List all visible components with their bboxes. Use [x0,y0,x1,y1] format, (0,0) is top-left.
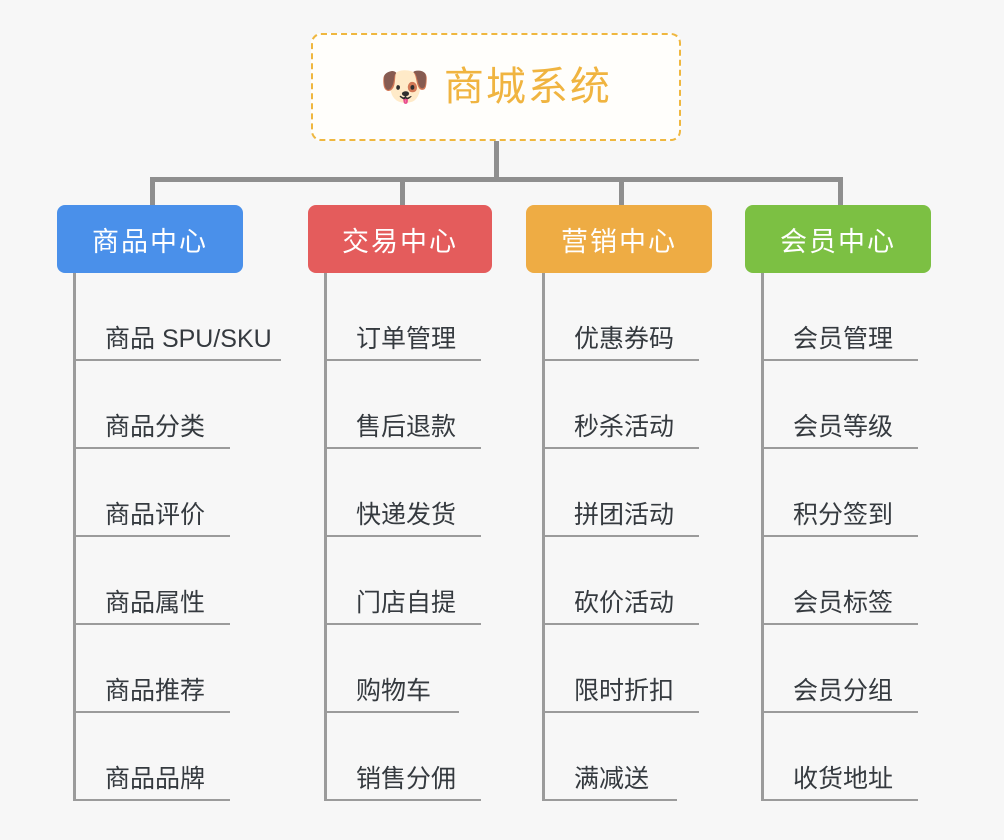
leaf-item-label: 会员管理 [793,324,894,353]
leaf-item-label: 门店自提 [356,588,457,617]
list-item[interactable]: 商品分类 [73,361,323,449]
leaf-item-label: 砍价活动 [574,588,675,617]
leaf-item-label: 会员分组 [793,676,894,705]
connector-horizontal-bar [150,177,843,182]
list-item[interactable]: 商品品牌 [73,713,323,801]
connector-drop-1 [150,177,155,207]
leaf-item-label: 购物车 [356,676,432,705]
list-item[interactable]: 秒杀活动 [542,361,792,449]
list-item[interactable]: 会员等级 [761,361,1004,449]
list-item[interactable]: 商品属性 [73,537,323,625]
list-item[interactable]: 会员标签 [761,537,1004,625]
leaf-list-trade-center: 订单管理售后退款快递发货门店自提购物车销售分佣 [308,273,572,801]
leaf-item-label: 商品属性 [105,588,206,617]
leaf-item-label: 订单管理 [356,324,457,353]
category-header-member-center[interactable]: 会员中心 [745,205,931,273]
leaf-item-label: 秒杀活动 [574,412,675,441]
list-item[interactable]: 满减送 [542,713,792,801]
list-item[interactable]: 收货地址 [761,713,1004,801]
leaf-item-label: 商品评价 [105,500,206,529]
list-item[interactable]: 购物车 [324,625,572,713]
list-item[interactable]: 会员管理 [761,273,1004,361]
leaf-item-label: 拼团活动 [574,500,675,529]
leaf-list-marketing-center: 优惠券码秒杀活动拼团活动砍价活动限时折扣满减送 [526,273,792,801]
list-item[interactable]: 销售分佣 [324,713,572,801]
leaf-item-label: 销售分佣 [356,764,457,793]
list-item[interactable]: 砍价活动 [542,537,792,625]
leaf-item-label: 会员标签 [793,588,894,617]
leaf-item-label: 满减送 [574,764,650,793]
category-column-product-center: 商品中心商品 SPU/SKU 商品分类商品评价商品属性商品推荐商品品牌 [57,205,323,801]
leaf-item-label: 售后退款 [356,412,457,441]
category-column-trade-center: 交易中心订单管理售后退款快递发货门店自提购物车销售分佣 [308,205,572,801]
dog-face-icon: 🐶 [380,65,430,109]
leaf-list-member-center: 会员管理会员等级积分签到会员标签会员分组收货地址 [745,273,1004,801]
leaf-item-label: 收货地址 [793,764,894,793]
connector-drop-3 [619,177,624,207]
leaf-item-label: 优惠券码 [574,324,675,353]
list-item[interactable]: 优惠券码 [542,273,792,361]
list-item[interactable]: 商品推荐 [73,625,323,713]
category-header-marketing-center[interactable]: 营销中心 [526,205,712,273]
leaf-item-label: 会员等级 [793,412,894,441]
leaf-item-label: 商品分类 [105,412,206,441]
category-header-trade-center[interactable]: 交易中心 [308,205,492,273]
leaf-item-label: 商品推荐 [105,676,206,705]
list-item[interactable]: 商品 SPU/SKU [73,273,323,361]
connector-drop-4 [838,177,843,207]
list-item[interactable]: 快递发货 [324,449,572,537]
leaf-item-label: 商品 SPU/SKU [105,324,272,353]
list-item[interactable]: 门店自提 [324,537,572,625]
list-item[interactable]: 拼团活动 [542,449,792,537]
leaf-item-label: 快递发货 [356,500,457,529]
category-header-product-center[interactable]: 商品中心 [57,205,243,273]
list-item[interactable]: 订单管理 [324,273,572,361]
category-column-member-center: 会员中心会员管理会员等级积分签到会员标签会员分组收货地址 [745,205,1004,801]
list-item[interactable]: 售后退款 [324,361,572,449]
leaf-item-label: 商品品牌 [105,764,206,793]
category-column-marketing-center: 营销中心优惠券码秒杀活动拼团活动砍价活动限时折扣满减送 [526,205,792,801]
list-item[interactable]: 会员分组 [761,625,1004,713]
leaf-list-product-center: 商品 SPU/SKU 商品分类商品评价商品属性商品推荐商品品牌 [57,273,323,801]
list-item[interactable]: 积分签到 [761,449,1004,537]
root-title: 商城系统 [443,65,612,109]
connector-drop-2 [400,177,405,207]
leaf-item-label: 积分签到 [793,500,894,529]
list-item[interactable]: 商品评价 [73,449,323,537]
leaf-item-label: 限时折扣 [574,676,675,705]
connector-root-stem [494,141,499,181]
root-node[interactable]: 🐶 商城系统 [311,33,681,141]
list-item[interactable]: 限时折扣 [542,625,792,713]
